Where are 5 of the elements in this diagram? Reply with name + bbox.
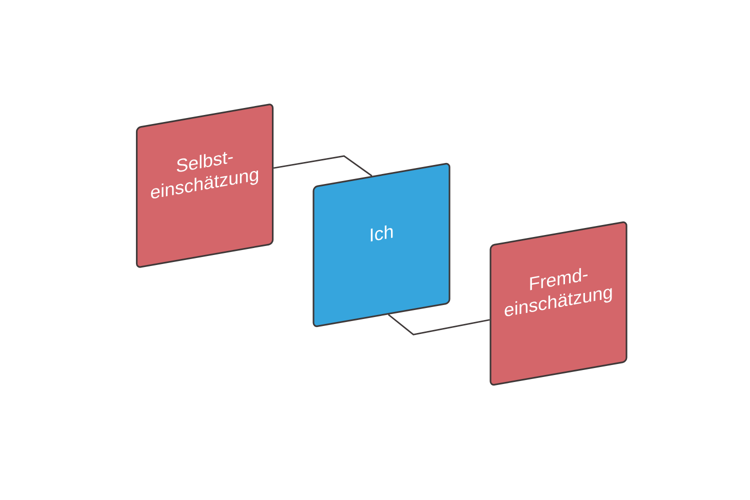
tilted-panel: Selbst- einschätzung [136, 104, 274, 268]
tilted-panel: Fremd- einschätzung [490, 221, 628, 386]
connector-line [388, 314, 490, 336]
connector-line [273, 155, 372, 176]
tilted-panel: Ich [312, 162, 450, 328]
